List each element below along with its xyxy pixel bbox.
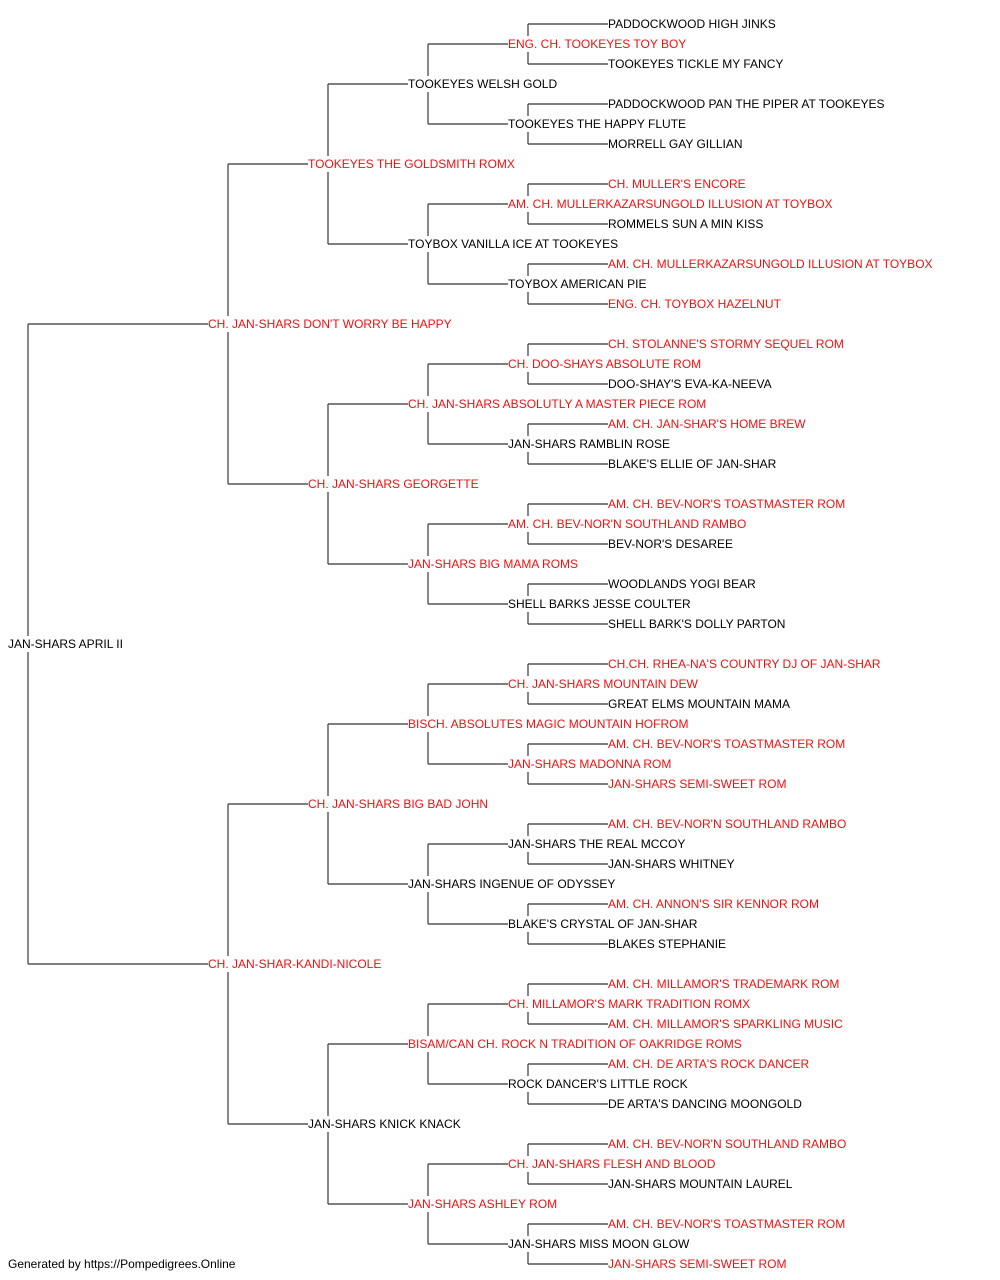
ancestor-sire-sire-dam-sire-dam: ROMMELS SUN A MIN KISS [608,217,764,231]
ancestor-sire-dam-dam-sire-dam: BEV-NOR'S DESAREE [608,537,733,551]
ancestor-sire-dam-dam-sire-sire: AM. CH. BEV-NOR'S TOASTMASTER ROM [608,497,846,511]
ancestor-subject: JAN-SHARS APRIL II [8,637,123,651]
ancestor-dam-sire-sire-sire-dam: GREAT ELMS MOUNTAIN MAMA [608,697,791,711]
ancestor-dam-sire-sire: BISCH. ABSOLUTES MAGIC MOUNTAIN HOFROM [408,717,689,731]
ancestor-dam-dam-dam: JAN-SHARS ASHLEY ROM [408,1197,558,1211]
ancestor-sire-sire-sire-sire-sire: PADDOCKWOOD HIGH JINKS [608,17,776,31]
ancestor-dam-dam-dam-dam-sire: AM. CH. BEV-NOR'S TOASTMASTER ROM [608,1217,846,1231]
ancestor-dam-sire-sire-dam-sire: AM. CH. BEV-NOR'S TOASTMASTER ROM [608,737,846,751]
ancestor-sire-sire-dam-sire: AM. CH. MULLERKAZARSUNGOLD ILLUSION AT T… [508,197,833,211]
ancestor-sire-sire-dam: TOYBOX VANILLA ICE AT TOOKEYES [408,237,619,251]
ancestor-dam-dam-sire-sire-dam: AM. CH. MILLAMOR'S SPARKLING MUSIC [608,1017,843,1031]
ancestor-sire-sire-sire-dam-dam: MORRELL GAY GILLIAN [608,137,743,151]
ancestor-dam-sire: CH. JAN-SHARS BIG BAD JOHN [308,797,489,811]
ancestor-sire-sire-dam-dam-dam: ENG. CH. TOYBOX HAZELNUT [608,297,781,311]
ancestor-sire-dam-sire-dam-dam: BLAKE'S ELLIE OF JAN-SHAR [608,457,777,471]
ancestor-dam-dam-sire-dam: ROCK DANCER'S LITTLE ROCK [508,1077,688,1091]
ancestor-sire-sire-dam-dam: TOYBOX AMERICAN PIE [508,277,647,291]
ancestor-sire-dam-sire-dam: JAN-SHARS RAMBLIN ROSE [508,437,671,451]
ancestor-dam-dam-dam-sire-dam: JAN-SHARS MOUNTAIN LAUREL [608,1177,793,1191]
ancestor-dam-sire-dam-sire-sire: AM. CH. BEV-NOR'N SOUTHLAND RAMBO [608,817,847,831]
ancestor-dam-sire-dam-dam: BLAKE'S CRYSTAL OF JAN-SHAR [508,917,698,931]
ancestor-dam-dam-sire-dam-sire: AM. CH. DE ARTA'S ROCK DANCER [608,1057,810,1071]
ancestor-sire-dam-sire-dam-sire: AM. CH. JAN-SHAR'S HOME BREW [608,417,806,431]
ancestor-dam-dam-sire: BISAM/CAN CH. ROCK N TRADITION OF OAKRID… [408,1037,742,1051]
ancestor-sire-dam-dam-dam-dam: SHELL BARK'S DOLLY PARTON [608,617,786,631]
ancestor-dam-sire-dam-sire: JAN-SHARS THE REAL MCCOY [508,837,686,851]
ancestor-sire-dam-sire: CH. JAN-SHARS ABSOLUTLY A MASTER PIECE R… [408,397,707,411]
ancestor-dam-dam-sire-dam-dam: DE ARTA'S DANCING MOONGOLD [608,1097,802,1111]
ancestor-dam-sire-sire-sire: CH. JAN-SHARS MOUNTAIN DEW [508,677,698,691]
ancestor-dam-dam-dam-sire: CH. JAN-SHARS FLESH AND BLOOD [508,1157,716,1171]
ancestor-dam-sire-dam-sire-dam: JAN-SHARS WHITNEY [608,857,735,871]
ancestor-dam-dam-dam-dam-dam: JAN-SHARS SEMI-SWEET ROM [608,1257,787,1271]
ancestor-sire: CH. JAN-SHARS DON'T WORRY BE HAPPY [208,317,452,331]
ancestor-dam-dam-sire-sire: CH. MILLAMOR'S MARK TRADITION ROMX [508,997,751,1011]
footer-credit: Generated by https://Pompedigrees.Online [8,1257,236,1271]
ancestor-sire-sire-sire-sire-dam: TOOKEYES TICKLE MY FANCY [608,57,784,71]
ancestor-dam-dam-dam-dam: JAN-SHARS MISS MOON GLOW [508,1237,690,1251]
ancestor-sire-dam-dam-sire: AM. CH. BEV-NOR'N SOUTHLAND RAMBO [508,517,747,531]
ancestor-sire-dam-sire-sire-dam: DOO-SHAY'S EVA-KA-NEEVA [608,377,772,391]
ancestor-dam: CH. JAN-SHAR-KANDI-NICOLE [208,957,382,971]
ancestor-sire-sire-sire-sire: ENG. CH. TOOKEYES TOY BOY [508,37,687,51]
ancestor-dam-sire-dam-dam-dam: BLAKES STEPHANIE [608,937,727,951]
ancestor-dam-sire-dam: JAN-SHARS INGENUE OF ODYSSEY [408,877,616,891]
ancestor-dam-dam: JAN-SHARS KNICK KNACK [308,1117,461,1131]
ancestor-sire-sire-dam-dam-sire: AM. CH. MULLERKAZARSUNGOLD ILLUSION AT T… [608,257,933,271]
ancestor-dam-sire-sire-sire-sire: CH.CH. RHEA-NA'S COUNTRY DJ OF JAN-SHAR [608,657,881,671]
ancestor-sire-sire-dam-sire-sire: CH. MULLER'S ENCORE [608,177,746,191]
ancestor-sire-dam: CH. JAN-SHARS GEORGETTE [308,477,479,491]
ancestor-sire-dam-sire-sire-sire: CH. STOLANNE'S STORMY SEQUEL ROM [608,337,844,351]
ancestor-dam-sire-dam-dam-sire: AM. CH. ANNON'S SIR KENNOR ROM [608,897,819,911]
ancestor-sire-sire-sire: TOOKEYES WELSH GOLD [408,77,558,91]
ancestor-dam-dam-dam-sire-sire: AM. CH. BEV-NOR'N SOUTHLAND RAMBO [608,1137,847,1151]
ancestor-sire-sire: TOOKEYES THE GOLDSMITH ROMX [308,157,515,171]
ancestor-sire-sire-sire-dam-sire: PADDOCKWOOD PAN THE PIPER AT TOOKEYES [608,97,885,111]
ancestor-sire-dam-sire-sire: CH. DOO-SHAYS ABSOLUTE ROM [508,357,702,371]
ancestor-sire-dam-dam-dam-sire: WOODLANDS YOGI BEAR [608,577,756,591]
ancestor-dam-sire-sire-dam-dam: JAN-SHARS SEMI-SWEET ROM [608,777,787,791]
ancestor-sire-dam-dam: JAN-SHARS BIG MAMA ROMS [408,557,579,571]
ancestor-dam-dam-sire-sire-sire: AM. CH. MILLAMOR'S TRADEMARK ROM [608,977,840,991]
ancestor-dam-sire-sire-dam: JAN-SHARS MADONNA ROM [508,757,672,771]
ancestor-sire-dam-dam-dam: SHELL BARKS JESSE COULTER [508,597,691,611]
ancestor-sire-sire-sire-dam: TOOKEYES THE HAPPY FLUTE [508,117,687,131]
